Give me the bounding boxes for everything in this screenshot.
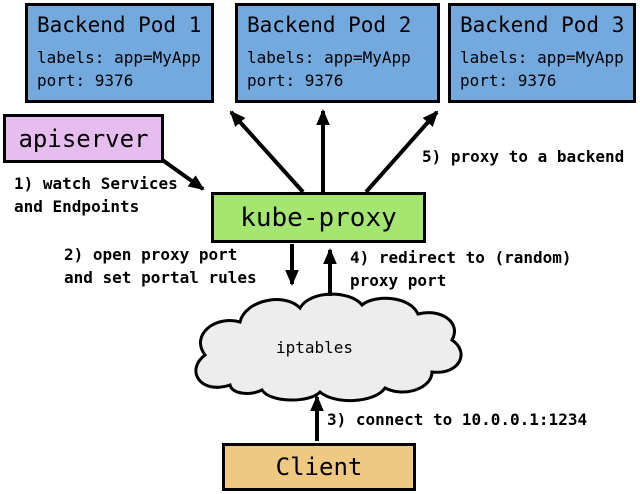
iptables-cloud	[194, 292, 463, 403]
client-box: Client	[222, 443, 416, 491]
backend-pod-2-port: port: 9376	[247, 71, 344, 90]
backend-pod-2-labels: labels: app=MyApp	[247, 48, 411, 67]
arrow-step5-kube-proxy-to-pod3	[364, 110, 439, 194]
iptables-label: iptables	[276, 338, 354, 357]
backend-pod-3-port: port: 9376	[460, 71, 557, 90]
kube-proxy-label: kube-proxy	[240, 202, 397, 233]
apiserver-box: apiserver	[3, 114, 164, 163]
backend-pod-3-title: Backend Pod 3	[460, 13, 625, 37]
annotation-step3-connect: 3) connect to 10.0.0.1:1234	[327, 410, 588, 429]
annotation-step5-proxy-to-backend: 5) proxy to a backend	[422, 147, 625, 166]
annotation-step1-watch-services: 1) watch Services and Endpoints	[14, 174, 178, 216]
backend-pod-2-box: Backend Pod 2 labels: app=MyApp port: 93…	[235, 3, 440, 103]
apiserver-label: apiserver	[18, 124, 149, 153]
arrow-step1-apiserver-to-kube-proxy	[159, 157, 205, 191]
backend-pod-3-labels: labels: app=MyApp	[460, 48, 624, 67]
backend-pod-3-box: Backend Pod 3 labels: app=MyApp port: 93…	[448, 3, 636, 103]
annotation-step4-redirect: 4) redirect to (random) proxy port	[350, 248, 572, 290]
kube-proxy-box: kube-proxy	[211, 192, 426, 243]
backend-pod-1-box: Backend Pod 1 labels: app=MyApp port: 93…	[25, 3, 214, 103]
backend-pod-2-title: Backend Pod 2	[247, 13, 412, 37]
backend-pod-1-labels: labels: app=MyApp	[37, 48, 201, 67]
backend-pod-1-title: Backend Pod 1	[37, 13, 202, 37]
arrow-step5-kube-proxy-to-pod1	[229, 110, 305, 194]
client-label: Client	[275, 453, 363, 481]
annotation-step2-open-proxy-port: 2) open proxy port and set portal rules	[64, 245, 257, 287]
backend-pod-1-port: port: 9376	[37, 71, 134, 90]
